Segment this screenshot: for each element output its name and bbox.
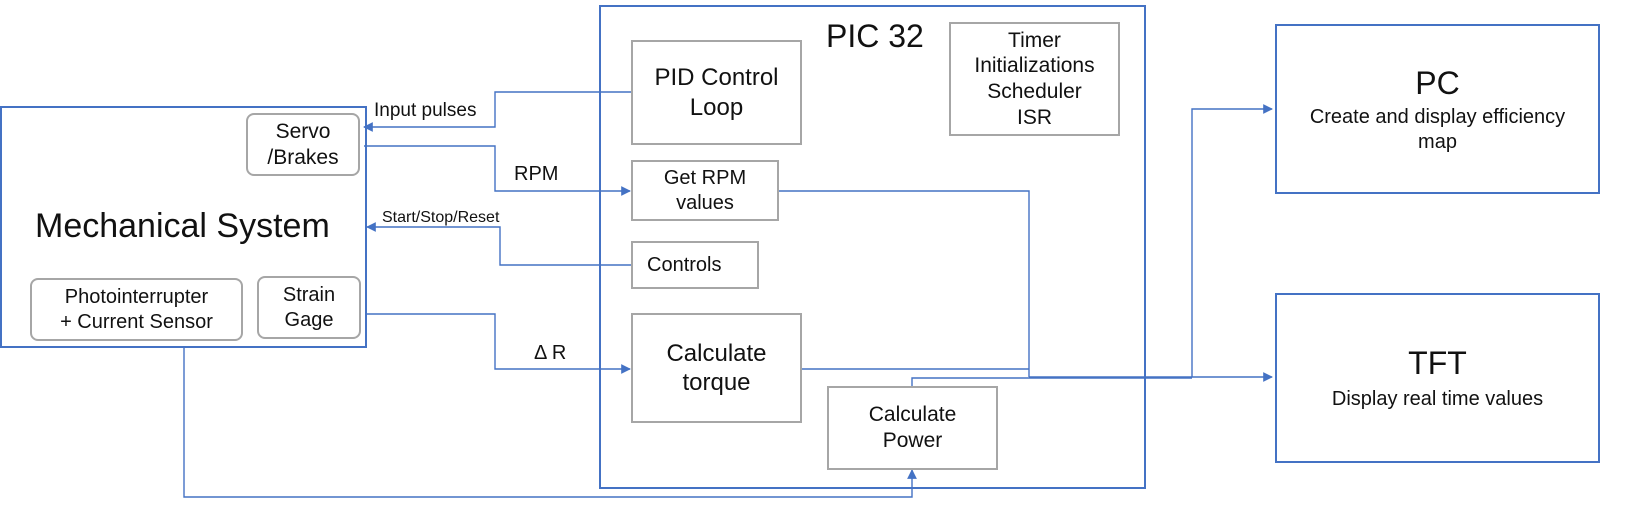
pc-title: PC — [1415, 65, 1460, 102]
arrow-sensor-to-power — [183, 348, 917, 498]
power-label-line2: Power — [882, 429, 943, 452]
pc-subtitle-line1: Create and display efficiency — [1309, 106, 1566, 129]
servo-brakes-box: Servo /Brakes — [246, 113, 360, 176]
pid-control-loop-box: PID Control Loop — [631, 40, 802, 145]
photo-label-line1: Photointerrupter — [64, 286, 209, 309]
torque-label-line1: Calculate — [666, 339, 767, 367]
pic32-block — [599, 5, 1146, 489]
delta-r-label: Δ R — [534, 342, 567, 364]
arrow-start-stop-reset — [366, 222, 633, 266]
timer-label-line4: ISR — [1016, 105, 1052, 129]
pid-label-line2: Loop — [689, 93, 744, 121]
tft-block: TFT Display real time values — [1275, 293, 1600, 463]
pic32-title: PIC 32 — [826, 18, 924, 54]
arrow-rpm — [364, 145, 631, 196]
arrow-to-pc — [1191, 104, 1273, 377]
strain-label-line2: Gage — [284, 308, 334, 331]
tft-title: TFT — [1408, 345, 1467, 382]
tft-subtitle: Display real time values — [1331, 388, 1544, 411]
rpm-box-line1: Get RPM — [663, 167, 747, 190]
mechanical-system-title: Mechanical System — [35, 207, 330, 245]
servo-label-line2: /Brakes — [267, 145, 339, 169]
timer-label-line2: Initializations — [974, 54, 1095, 78]
timer-label-line3: Scheduler — [987, 80, 1082, 103]
line-power-to-bus — [911, 377, 1192, 388]
torque-label-line2: torque — [682, 369, 751, 396]
photo-label-line2: + Current Sensor — [60, 310, 213, 333]
pid-label-line1: PID Control — [654, 64, 779, 92]
controls-label: Controls — [647, 253, 722, 276]
calculate-power-box: Calculate Power — [827, 386, 998, 470]
start-stop-reset-label: Start/Stop/Reset — [382, 209, 500, 226]
timer-label-line1: Timer — [1008, 28, 1061, 52]
photointerrupter-box: Photointerrupter + Current Sensor — [30, 278, 243, 341]
strain-label-line1: Strain — [282, 284, 336, 307]
pc-block: PC Create and display efficiency map — [1275, 24, 1600, 194]
servo-label-line1: Servo — [275, 119, 331, 143]
rpm-box-line2: values — [676, 191, 734, 214]
calculate-torque-box: Calculate torque — [631, 313, 802, 423]
timer-box: Timer Initializations Scheduler ISR — [949, 22, 1120, 136]
power-label-line1: Calculate — [868, 403, 957, 427]
strain-gage-box: Strain Gage — [257, 276, 361, 339]
arrow-delta-r — [367, 313, 631, 374]
pc-subtitle-line2: map — [1418, 130, 1457, 153]
input-pulses-label: Input pulses — [374, 100, 477, 121]
arrow-input-pulses — [363, 91, 633, 132]
line-rpm-to-bus — [779, 190, 1030, 377]
get-rpm-box: Get RPM values — [631, 160, 779, 221]
controls-box: Controls — [631, 241, 759, 289]
rpm-label: RPM — [514, 163, 559, 185]
mechanical-system-block — [0, 106, 367, 348]
